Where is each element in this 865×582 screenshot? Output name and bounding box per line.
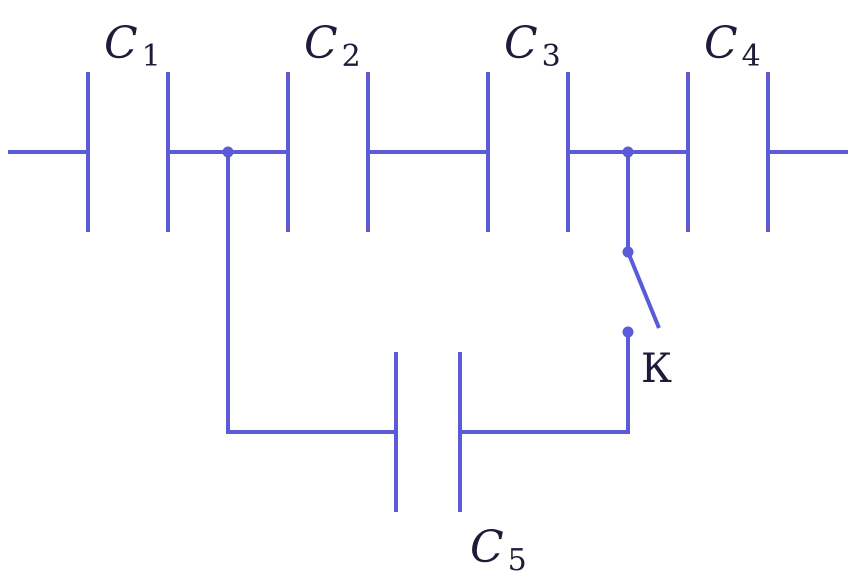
- wire-right-branch: [460, 332, 630, 434]
- capacitor-c3: [486, 72, 570, 232]
- capacitor-c5: [394, 352, 462, 512]
- wire-left-branch: [226, 152, 396, 434]
- switch-contact-top: [622, 246, 634, 258]
- junction-node-right: [622, 146, 634, 158]
- capacitor-c2: [286, 72, 370, 232]
- switch-blade: [626, 251, 661, 329]
- capacitor-c4: [686, 72, 770, 232]
- branch-wires: [226, 152, 630, 434]
- switch-k: [622, 246, 661, 338]
- junction-node-left: [222, 146, 234, 158]
- capacitor-c1: [86, 72, 170, 232]
- label-switch-k: К: [641, 346, 672, 392]
- switch-contact-bottom: [622, 326, 634, 338]
